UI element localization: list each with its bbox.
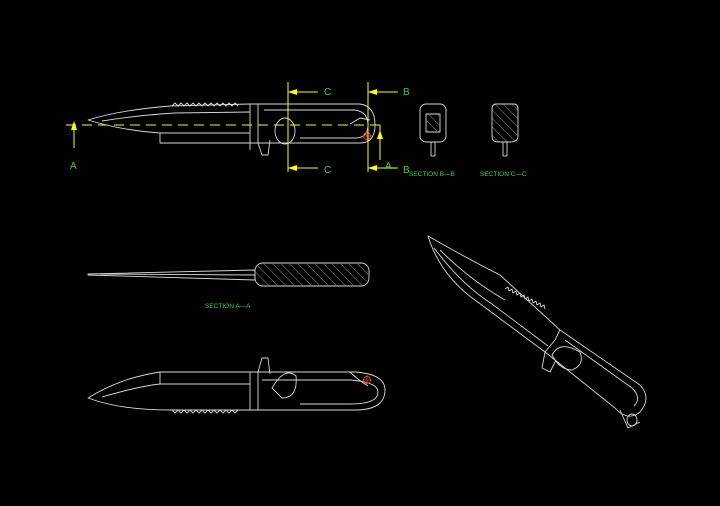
knife-top-view <box>87 102 376 156</box>
label-b-top: B <box>403 87 410 98</box>
label-b-bottom: B <box>403 165 410 176</box>
section-bb-view <box>419 103 447 157</box>
label-c-bottom: C <box>324 165 331 176</box>
knife-isometric-view <box>427 235 647 429</box>
section-bb-label: SECTION B—B <box>409 171 455 178</box>
section-aa-label: SECTION A—A <box>205 303 251 310</box>
section-lines <box>66 82 398 172</box>
section-cc-view <box>491 103 519 157</box>
label-c-top: C <box>324 87 331 98</box>
label-a-right: A <box>385 161 392 172</box>
section-aa-view <box>87 262 370 287</box>
label-a-left: A <box>70 161 77 172</box>
section-cc-label: SECTION C—C <box>480 171 527 178</box>
knife-bottom-view <box>87 357 386 414</box>
